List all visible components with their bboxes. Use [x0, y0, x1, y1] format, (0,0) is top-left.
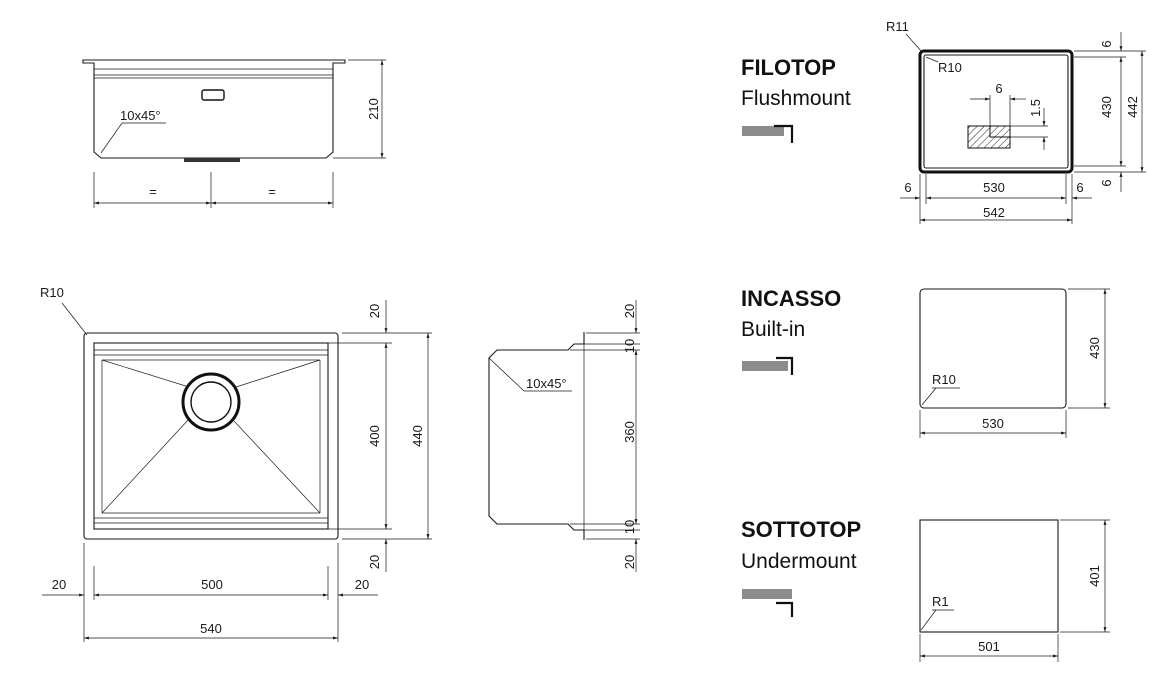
sottotop-subtitle: Undermount: [741, 550, 857, 573]
section-top-step-label: 10: [622, 339, 637, 353]
sottotop-cutout: [919, 519, 1059, 633]
filotop-detail-width-label: 6: [995, 81, 1002, 96]
undermount-icon: [742, 589, 794, 617]
filotop-bottom-margin-label: 6: [1099, 179, 1114, 186]
filotop-right-margin-label: 6: [1076, 180, 1083, 195]
filotop-cutout: [918, 49, 1074, 174]
top-rim-bottom-label: 20: [367, 555, 382, 569]
section-bottom-step-label: 10: [622, 520, 637, 534]
filotop-top-margin-label: 6: [1099, 40, 1114, 47]
top-inner-width-label: 500: [201, 577, 223, 592]
filotop-detail-depth-label: 1.5: [1028, 99, 1043, 117]
drain-icon: [181, 372, 241, 432]
section-bottom-offset-label: 20: [622, 555, 637, 569]
section-chamfer-label: 10x45°: [526, 376, 567, 391]
incasso-section: INCASSO Built-in R10 430 530: [741, 286, 1110, 438]
filotop-section: FILOTOP Flushmount R11 R10 6 1.5: [741, 19, 1146, 224]
top-view: R10 20 400 440 20 20 500 20 540: [40, 285, 432, 642]
section-view: 10x45° 20 10 360 10 20: [488, 300, 640, 572]
filotop-outer-radius-label: R11: [886, 19, 909, 34]
section-top-offset-label: 20: [622, 304, 637, 318]
top-view-basin: [93, 342, 329, 530]
front-view: 10x45° 210 = =: [82, 59, 386, 208]
flushmount-icon: [742, 124, 794, 143]
top-rim-top-label: 20: [367, 304, 382, 318]
sottotop-title: SOTTOTOP: [741, 517, 861, 542]
filotop-inner-height-label: 430: [1099, 96, 1114, 118]
top-outer-depth-label: 440: [410, 425, 425, 447]
filotop-subtitle: Flushmount: [741, 87, 851, 110]
incasso-radius-label: R10: [932, 372, 956, 387]
sottotop-width-label: 501: [978, 639, 1000, 654]
filotop-inner-width-label: 530: [983, 180, 1005, 195]
sottotop-section: SOTTOTOP Undermount R1 401 501: [741, 517, 1110, 662]
sottotop-radius-label: R1: [932, 594, 949, 609]
incasso-title: INCASSO: [741, 286, 841, 311]
sottotop-height-label: 401: [1087, 565, 1102, 587]
filotop-left-margin-label: 6: [904, 180, 911, 195]
equal-right-label: =: [268, 184, 276, 199]
incasso-subtitle: Built-in: [741, 318, 805, 341]
filotop-outer-height-label: 442: [1125, 96, 1140, 118]
drain-outlet: [184, 158, 240, 162]
top-rim-right-label: 20: [355, 577, 369, 592]
filotop-outer-width-label: 542: [983, 205, 1005, 220]
top-inner-depth-label: 400: [367, 425, 382, 447]
top-rim-left-label: 20: [52, 577, 66, 592]
top-view-outer-rim: [83, 332, 339, 540]
section-height-label: 360: [622, 421, 637, 443]
section-profile: [488, 332, 585, 540]
incasso-cutout: [919, 288, 1067, 409]
incasso-width-label: 530: [982, 416, 1004, 431]
front-chamfer-label: 10x45°: [120, 108, 161, 123]
front-height-label: 210: [366, 98, 381, 120]
equal-left-label: =: [149, 184, 157, 199]
builtin-icon: [742, 356, 794, 375]
overflow-icon: [201, 89, 225, 101]
top-outer-width-label: 540: [200, 621, 222, 636]
front-view-outline: [82, 59, 346, 159]
incasso-height-label: 430: [1087, 337, 1102, 359]
filotop-title: FILOTOP: [741, 55, 836, 80]
filotop-inner-radius-label: R10: [938, 60, 962, 75]
top-radius-label: R10: [40, 285, 64, 300]
